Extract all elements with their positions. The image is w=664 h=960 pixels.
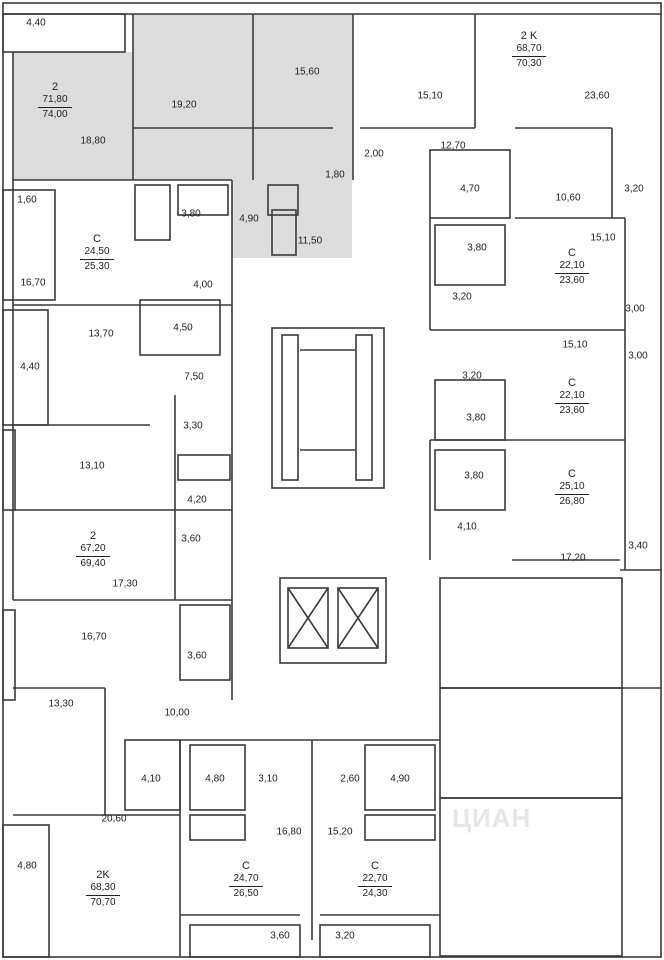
apartment-type: 2: [51, 81, 59, 93]
apartment-type: 2: [89, 530, 97, 542]
apartment-type: С: [568, 468, 576, 480]
room-area: 7,50: [184, 371, 204, 383]
apartment-label: 2 71,80 74,00: [38, 81, 72, 121]
room-area: 15,10: [590, 232, 616, 244]
room-area: 4,40: [20, 361, 40, 373]
room-area: 4,10: [141, 773, 161, 785]
room-area: 3,60: [270, 930, 290, 942]
room-area: 17,20: [560, 552, 586, 564]
room-area: 23,60: [584, 90, 610, 102]
highlighted-apartment: [13, 14, 353, 258]
room-area: 17,30: [112, 578, 138, 590]
apartment-living-area: 24,70: [233, 873, 259, 884]
room-area: 4,00: [193, 279, 213, 291]
room-area: 2,00: [364, 148, 384, 160]
room-area: 19,20: [171, 99, 197, 111]
room-area: 13,30: [48, 698, 74, 710]
apartment-label: С 22,10 23,60: [555, 247, 589, 287]
apartment-living-area: 67,20: [80, 543, 106, 554]
apartment-label: 2 67,20 69,40: [76, 530, 110, 570]
room-area: 4,40: [26, 17, 46, 29]
room-area: 3,80: [181, 208, 201, 220]
apartment-total-area: 26,50: [233, 888, 259, 899]
apartment-type: С: [93, 233, 101, 245]
room-area: 4,10: [457, 521, 477, 533]
apartment-living-area: 22,10: [559, 260, 585, 271]
apartment-living-area: 71,80: [42, 94, 68, 105]
room-area: 16,70: [20, 277, 46, 289]
room-area: 20,60: [101, 813, 127, 825]
room-area: 4,90: [239, 213, 259, 225]
room-area: 15,60: [294, 66, 320, 78]
apartment-type: 2 K: [520, 30, 538, 42]
room-area: 3,00: [628, 350, 648, 362]
room-area: 4,90: [390, 773, 410, 785]
apartment-total-area: 24,30: [362, 888, 388, 899]
room-area: 4,80: [17, 860, 37, 872]
room-area: 3,80: [467, 242, 487, 254]
apartment-type: С: [568, 377, 576, 389]
room-area: 13,70: [88, 328, 114, 340]
apartment-living-area: 22,70: [362, 873, 388, 884]
room-area: 10,60: [555, 192, 581, 204]
room-area: 12,70: [440, 140, 466, 152]
apartment-label: С 25,10 26,80: [555, 468, 589, 508]
room-area: 3,20: [624, 183, 644, 195]
apartment-total-area: 70,30: [516, 58, 542, 69]
room-area: 3,00: [625, 303, 645, 315]
apartment-type: 2K: [96, 869, 110, 881]
room-area: 15,10: [417, 90, 443, 102]
room-area: 18,80: [80, 135, 106, 147]
apartment-living-area: 24,50: [84, 246, 110, 257]
apartment-label: С 24,50 25,30: [80, 233, 114, 273]
room-area: 4,70: [460, 183, 480, 195]
room-area: 4,20: [187, 494, 207, 506]
apartment-label: 2K 68,30 70,70: [86, 869, 120, 909]
apartment-living-area: 25,10: [559, 481, 585, 492]
watermark: ЦИАН: [452, 803, 532, 833]
room-area: 13,10: [79, 460, 105, 472]
apartment-label: 2 K 68,70 70,30: [512, 30, 546, 70]
apartment-total-area: 23,60: [559, 275, 585, 286]
room-area: 1,60: [17, 194, 37, 206]
room-area: 1,80: [325, 169, 345, 181]
apartment-total-area: 26,80: [559, 496, 585, 507]
room-area: 2,60: [340, 773, 360, 785]
apartment-total-area: 74,00: [42, 109, 68, 120]
apartment-type: С: [568, 247, 576, 259]
room-area: 3,30: [183, 420, 203, 432]
apartment-living-area: 22,10: [559, 390, 585, 401]
room-area: 10,00: [164, 707, 190, 719]
room-area: 4,50: [173, 322, 193, 334]
room-area: 3,80: [464, 470, 484, 482]
room-area: 16,70: [81, 631, 107, 643]
apartment-living-area: 68,30: [90, 882, 116, 893]
room-area: 16,80: [276, 826, 302, 838]
room-area: 3,20: [462, 370, 482, 382]
room-area: 3,60: [187, 650, 207, 662]
apartment-total-area: 70,70: [90, 897, 116, 908]
room-area: 15,20: [327, 826, 353, 838]
apartment-label: С 22,10 23,60: [555, 377, 589, 417]
apartment-label: С 22,70 24,30: [358, 860, 392, 900]
room-area: 3,60: [181, 533, 201, 545]
apartment-type: С: [371, 860, 379, 872]
room-area: 3,20: [452, 291, 472, 303]
apartment-total-area: 23,60: [559, 405, 585, 416]
room-area: 11,50: [297, 235, 323, 247]
room-area: 3,40: [628, 540, 648, 552]
room-area: 3,10: [258, 773, 278, 785]
apartment-total-area: 25,30: [84, 261, 110, 272]
room-area: 3,80: [466, 412, 486, 424]
apartment-living-area: 68,70: [516, 43, 542, 54]
apartment-total-area: 69,40: [80, 558, 106, 569]
room-area: 4,80: [205, 773, 225, 785]
apartment-type: С: [242, 860, 250, 872]
apartment-label: С 24,70 26,50: [229, 860, 263, 900]
room-area: 3,20: [335, 930, 355, 942]
room-area: 15,10: [562, 339, 588, 351]
